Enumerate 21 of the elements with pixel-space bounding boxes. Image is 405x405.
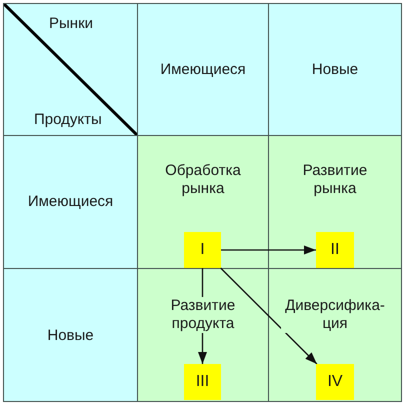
arrow [198, 268, 207, 364]
numeral-tile: II [316, 232, 354, 268]
quadrant-cell [137, 268, 269, 402]
arrow [221, 246, 316, 254]
arrow [220, 268, 318, 364]
axis-label: Продукты [34, 111, 102, 129]
header-label: Имеющиеся [160, 61, 246, 79]
quadrant-cell [137, 135, 269, 269]
quadrant-cell [268, 268, 402, 402]
column-header-cell [268, 3, 402, 136]
quadrant-cell [268, 135, 402, 269]
numeral-tile: III [184, 364, 221, 400]
header-label: Новые [312, 61, 358, 79]
row-header-cell [3, 268, 138, 402]
numeral-tile: IV [316, 364, 354, 400]
column-header-cell [137, 3, 269, 136]
axis-label: Рынки [49, 15, 94, 33]
numeral-tile: I [184, 232, 221, 268]
header-label: Имеющиеся [28, 193, 114, 211]
row-header-cell [3, 135, 138, 269]
header-label: Новые [47, 327, 94, 345]
